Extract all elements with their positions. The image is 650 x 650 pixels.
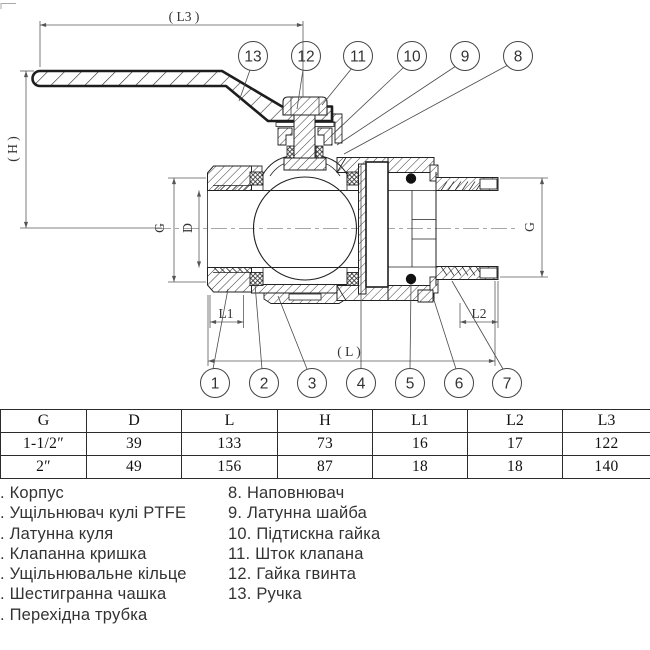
svg-text:5: 5: [406, 376, 415, 393]
parts-list-right-column: 8. Наповнювач 9. Латунна шайба 10. Підти…: [228, 483, 380, 605]
table-cell: 18: [467, 455, 563, 479]
table-cell: 87: [277, 455, 373, 479]
parts-list-item: 8. Наповнювач: [228, 484, 345, 502]
svg-text:3: 3: [308, 376, 317, 393]
parts-list-item: . Ущільнювач кулі PTFE: [0, 504, 187, 523]
table-cell: 122: [562, 432, 650, 456]
parts-list-item: . Перехідна трубка: [0, 605, 148, 624]
parts-list-item: . Ущільнювальне кільце: [0, 565, 187, 584]
table-cell: 17: [467, 432, 563, 456]
svg-text:11: 11: [350, 49, 366, 66]
dim-label-l1: L1: [219, 306, 234, 321]
dimension-lines: [20, 21, 548, 366]
svg-text:13: 13: [244, 49, 261, 66]
callout-10: [397, 41, 427, 71]
table-header-cell: L1: [372, 409, 468, 433]
frame-corner-mark: [0, 3, 16, 9]
svg-text:1: 1: [211, 376, 220, 393]
dim-label-g-right: G: [522, 222, 537, 232]
svg-text:6: 6: [455, 376, 464, 393]
callout-7: [492, 368, 522, 398]
table-cell: 1-1/2″: [0, 432, 87, 456]
table-cell: 73: [277, 432, 373, 456]
table-cell: 18: [372, 455, 468, 479]
dim-label-d: D: [180, 223, 195, 233]
parts-list-item: . Латунна куля: [0, 524, 114, 543]
callout-3: [297, 368, 327, 398]
stem-assembly: [261, 96, 349, 177]
svg-text:7: 7: [503, 376, 512, 393]
parts-list-item: 13. Ручка: [228, 585, 302, 604]
dimensions-table: G D L H L1 L2 L3 1-1/2″ 39 133 73 16 17 …: [0, 409, 650, 479]
callout-leaders: [212, 64, 509, 370]
o-ring-bottom: [405, 273, 417, 285]
svg-text:9: 9: [461, 49, 470, 66]
table-row: 2″ 49 156 87 18 18 140: [0, 455, 650, 479]
table-header-cell: H: [277, 409, 373, 433]
svg-text:12: 12: [297, 49, 314, 66]
callout-12: [291, 41, 321, 71]
parts-list-item: . Шестигранна чашка: [0, 585, 167, 604]
table-cell: 156: [181, 455, 278, 479]
parts-list-item: 12. Гайка гвинта: [228, 565, 357, 584]
callout-8: [503, 41, 533, 71]
parts-list-item: 9. Латунна шайба: [228, 504, 368, 523]
callout-5: [395, 368, 425, 398]
o-ring-top: [405, 173, 417, 184]
table-header-cell: D: [86, 409, 182, 433]
callout-4: [346, 368, 376, 398]
svg-text:2: 2: [260, 376, 269, 393]
dim-label-l2: L2: [472, 306, 487, 321]
parts-list-item: 10. Підтискна гайка: [228, 524, 381, 543]
table-header-cell: L2: [467, 409, 563, 433]
table-cell: 140: [562, 455, 650, 479]
table-header-cell: L3: [562, 409, 650, 433]
dim-label-g-left: G: [152, 223, 167, 233]
parts-list-item: . Корпус: [0, 484, 64, 502]
svg-text:10: 10: [403, 49, 421, 66]
svg-text:4: 4: [357, 376, 366, 393]
table-cell: 16: [372, 432, 468, 456]
table-cell: 49: [86, 455, 182, 479]
cover-and-union: [358, 157, 439, 303]
handle: [31, 69, 334, 123]
table-row: 1-1/2″ 39 133 73 16 17 122: [0, 432, 650, 456]
ptfe-ball-seats: [249, 171, 361, 286]
callout-13: [238, 41, 268, 71]
adapter-tube: [435, 177, 499, 280]
callout-1: [200, 368, 230, 398]
svg-text:8: 8: [514, 49, 523, 66]
callout-9: [450, 41, 480, 71]
callout-6: [444, 368, 474, 398]
callout-balloons: 13 12 11 10 9 8 1 2 3 4 5 6 7: [200, 21, 533, 398]
table-header-cell: L: [181, 409, 278, 433]
dim-label-l: ( L ): [337, 344, 361, 359]
callout-11: [343, 41, 373, 71]
table-header-row: G D L H L1 L2 L3: [0, 409, 650, 433]
parts-list-item: . Клапанна кришка: [0, 544, 147, 563]
dim-label-h: ( H ): [5, 136, 20, 162]
table-cell: 39: [86, 432, 182, 456]
parts-list-left-column: . Корпус . Ущільнювач кулі PTFE . Латунн…: [0, 483, 187, 625]
table-header-cell: G: [0, 409, 87, 433]
dimensions-table-section: G D L H L1 L2 L3 1-1/2″ 39 133 73 16 17 …: [0, 409, 650, 479]
dimension-labels: ( L3 ) ( H ) G D G L1 L2 ( L ): [5, 9, 537, 359]
callout-2: [249, 368, 279, 398]
valve-cross-section-drawing: ( L3 ) ( H ) G D G L1 L2 ( L ): [0, 3, 548, 398]
table-cell: 133: [181, 432, 278, 456]
body-threaded-end: [207, 165, 252, 293]
dim-label-l3: ( L3 ): [169, 9, 200, 24]
parts-list-item: 11. Шток клапана: [228, 544, 364, 563]
table-cell: 2″: [0, 455, 87, 479]
